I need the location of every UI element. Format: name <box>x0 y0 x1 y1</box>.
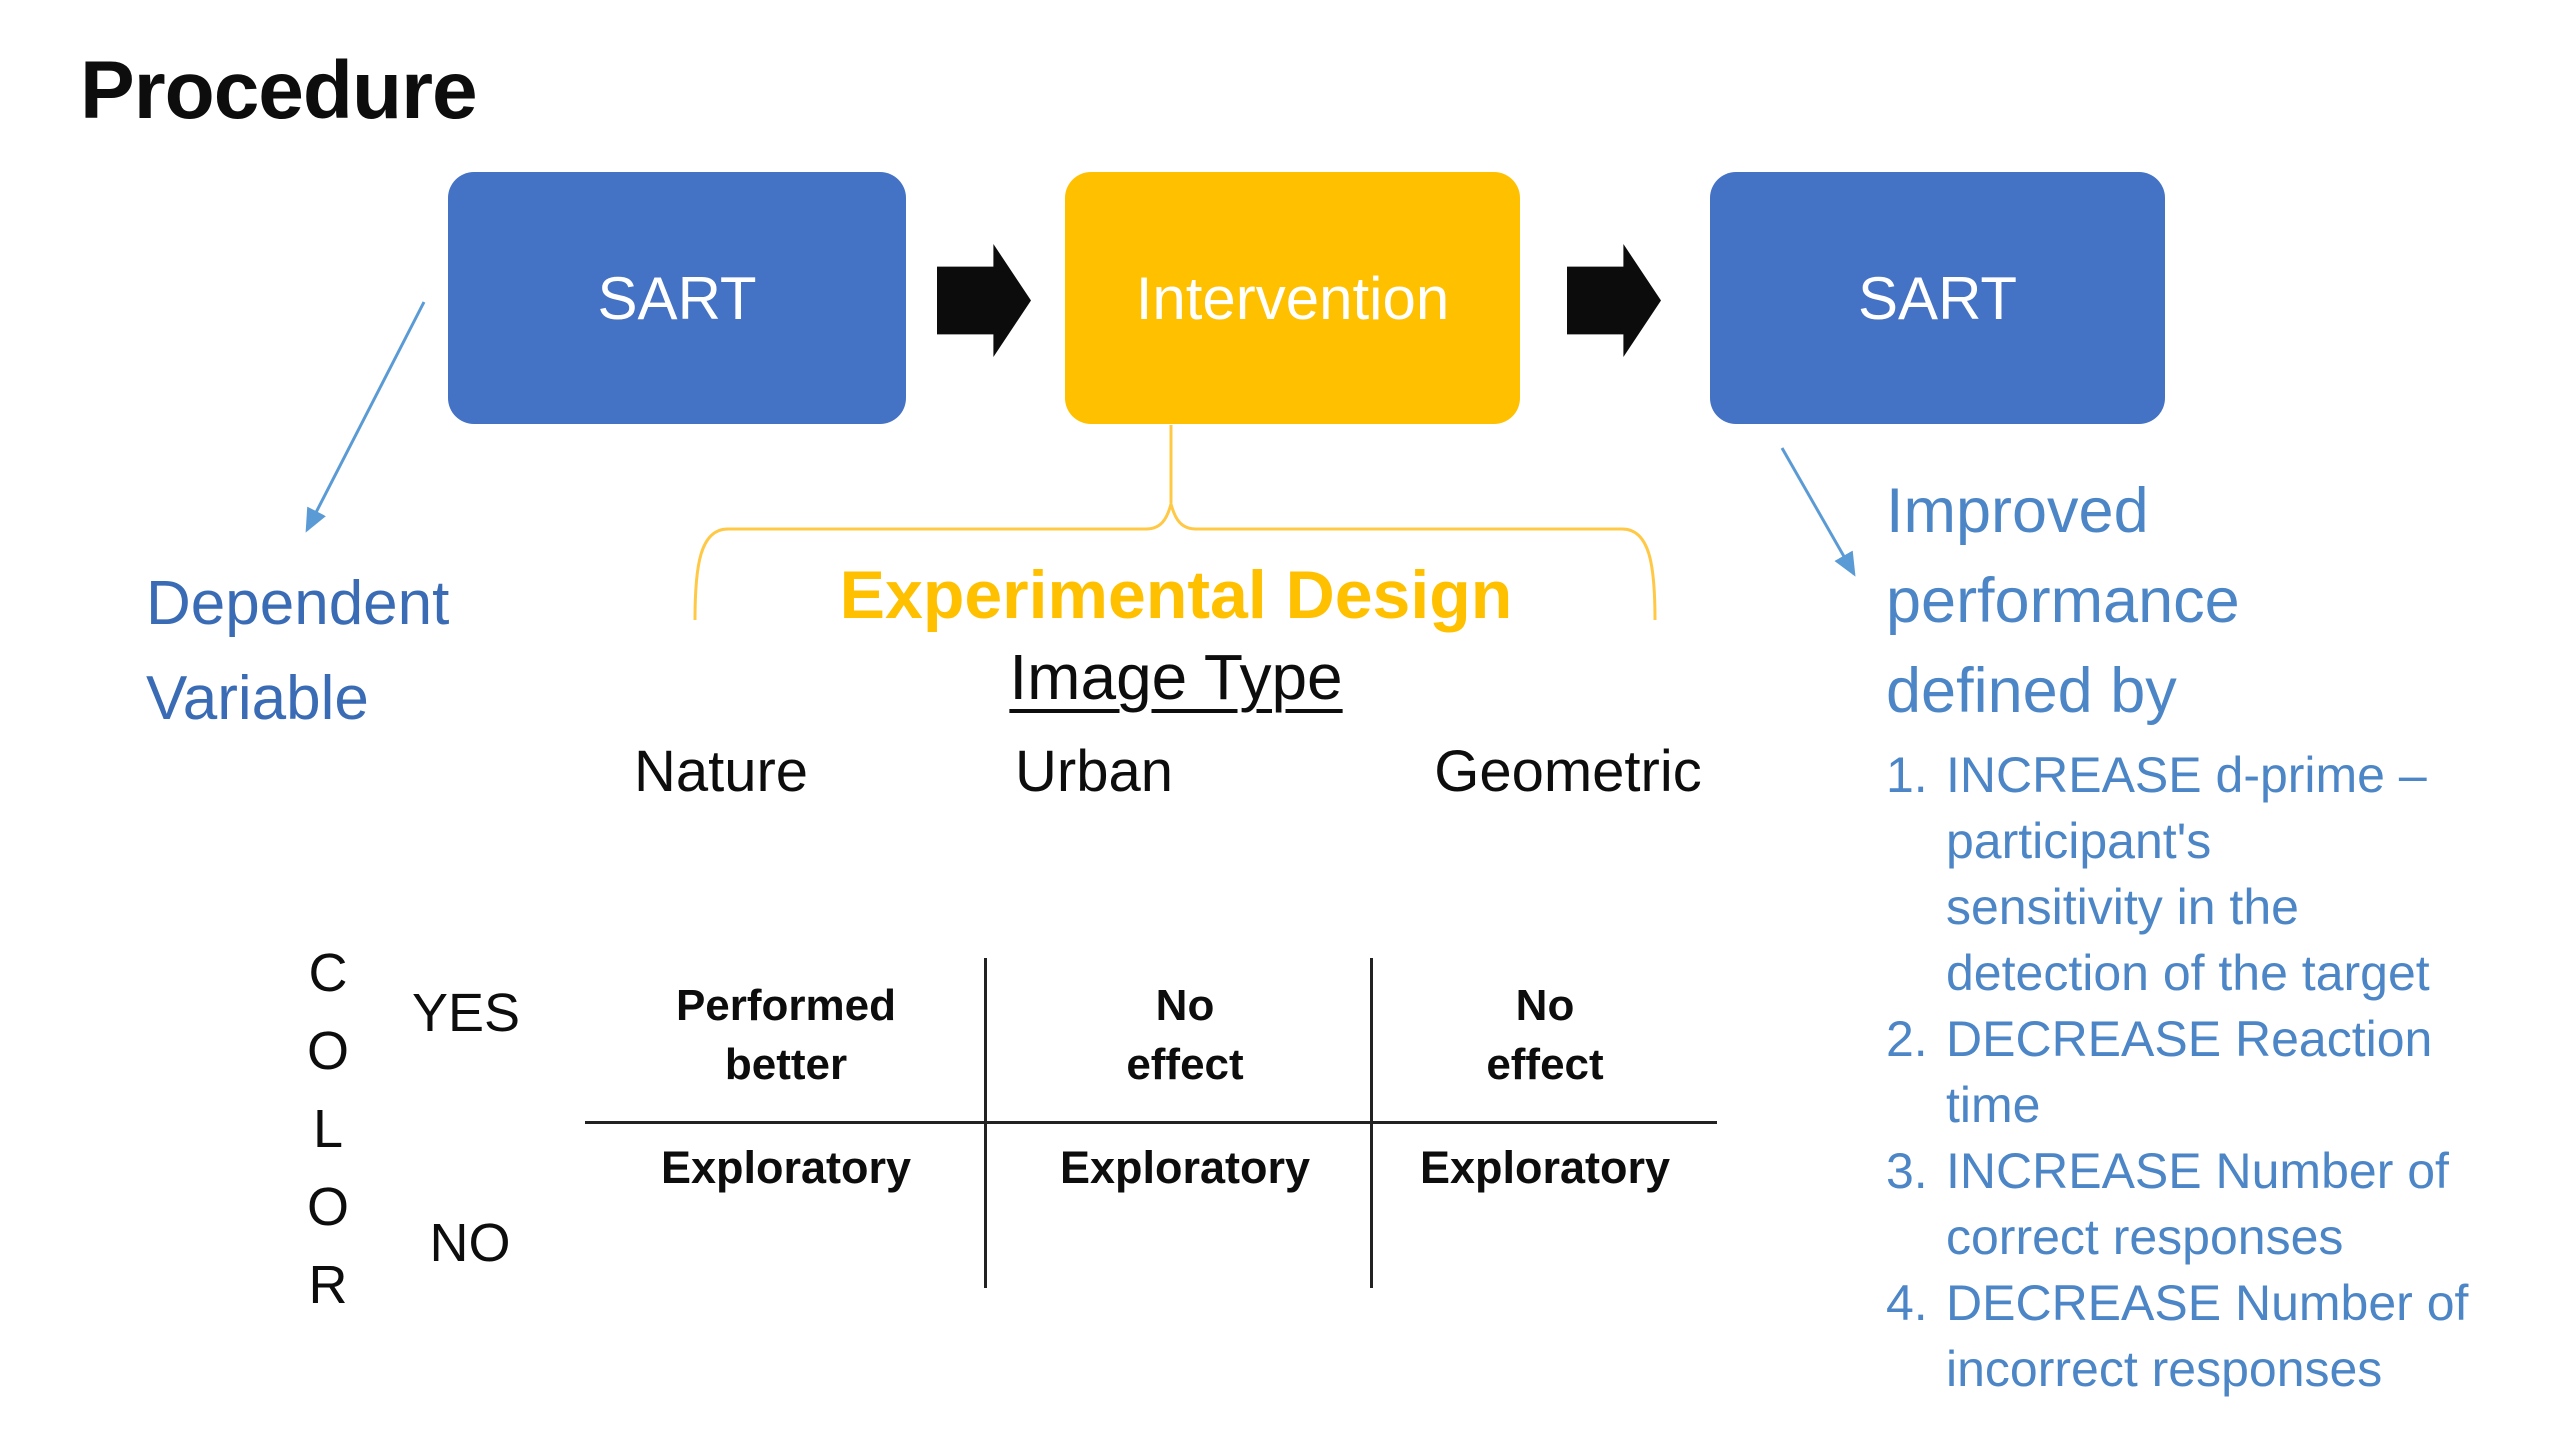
list-item-text: DECREASE Reaction time <box>1946 1011 2433 1133</box>
dependent-variable-label: Dependent Variable <box>146 569 450 733</box>
row-label-yes: YES <box>411 983 521 1043</box>
flow-box-intervention-label: Intervention <box>1135 264 1450 332</box>
improved-performance-arrow <box>1780 447 1856 577</box>
list-item: 1. INCREASE d-prime – participant's sens… <box>1886 742 2468 1006</box>
dependent-variable-arrow <box>305 301 426 533</box>
experimental-design-title: Experimental Design <box>839 557 1513 633</box>
table-horizontal-line <box>585 1121 1717 1124</box>
flow-arrow-2-icon <box>1567 244 1661 357</box>
cell-yes-geometric: No effect <box>1486 981 1604 1089</box>
flow-box-intervention: Intervention <box>1065 172 1520 424</box>
table-vertical-line-1 <box>984 958 987 1288</box>
row-label-no: NO <box>429 1213 511 1273</box>
cell-no-geometric: Exploratory <box>1419 1142 1671 1193</box>
flow-box-sart-1-label: SART <box>597 264 757 332</box>
image-type-heading: Image Type <box>900 640 1452 714</box>
image-type-heading-text: Image Type <box>1009 641 1343 713</box>
list-item-number: 4. <box>1886 1275 1928 1331</box>
flow-box-sart-2: SART <box>1710 172 2165 424</box>
list-item-text: INCREASE Number of correct responses <box>1946 1143 2449 1265</box>
column-header-geometric: Geometric <box>1434 739 1702 804</box>
flow-arrow-1-icon <box>937 244 1031 357</box>
list-item: 3. INCREASE Number of correct responses <box>1886 1138 2468 1270</box>
cell-no-nature: Exploratory <box>660 1142 912 1193</box>
table-vertical-line-2 <box>1370 958 1373 1288</box>
improved-performance-list: 1. INCREASE d-prime – participant's sens… <box>1886 742 2468 1402</box>
flow-box-sart-1: SART <box>448 172 906 424</box>
improved-performance-heading: Improved performance defined by <box>1886 476 2240 726</box>
list-item: 2. DECREASE Reaction time <box>1886 1006 2468 1138</box>
cell-yes-nature: Performed better <box>675 981 897 1089</box>
list-item-number: 2. <box>1886 1011 1928 1067</box>
list-item: 4. DECREASE Number of incorrect response… <box>1886 1270 2468 1402</box>
list-item-text: INCREASE d-prime – participant's sensiti… <box>1946 747 2430 1001</box>
page-title: Procedure <box>80 45 478 136</box>
list-item-number: 3. <box>1886 1143 1928 1199</box>
cell-no-urban: Exploratory <box>1059 1142 1311 1193</box>
list-item-number: 1. <box>1886 747 1928 803</box>
color-axis-label: C O L O R <box>306 943 349 1315</box>
cell-yes-urban: No effect <box>1126 981 1244 1089</box>
list-item-text: DECREASE Number of incorrect responses <box>1946 1275 2469 1397</box>
column-header-urban: Urban <box>1015 739 1173 804</box>
flow-box-sart-2-label: SART <box>1858 264 2017 332</box>
column-header-nature: Nature <box>633 739 809 804</box>
